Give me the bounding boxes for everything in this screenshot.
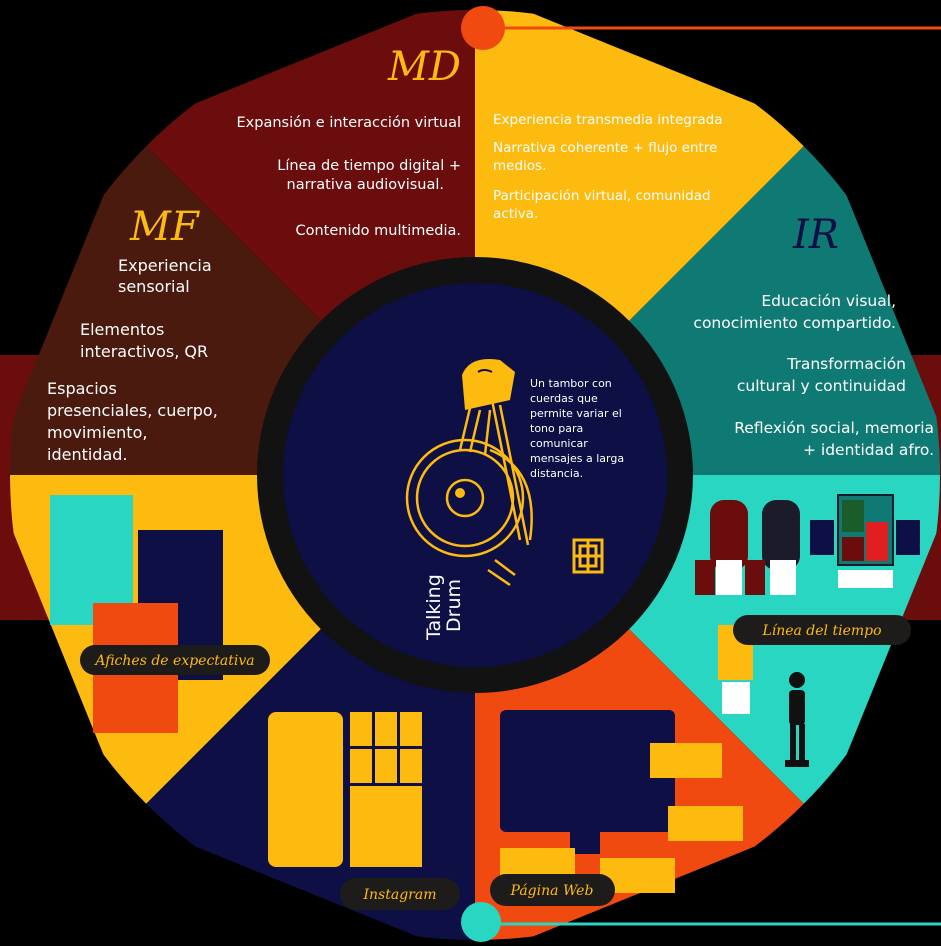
web-monitor-stand: [570, 832, 600, 854]
afiches-label-text: Afiches de expectativa: [93, 653, 254, 669]
center-description: Un tambor con cuerdas que permite variar…: [530, 377, 624, 480]
center-description-line-2: cuerdas que: [530, 392, 598, 405]
center-circle: [283, 283, 667, 667]
ir-item-3-line-2: + identidad afro.: [803, 441, 934, 459]
center-description-line-4: tono para: [530, 422, 583, 435]
instagram-label: Instagram: [340, 878, 460, 910]
afiches-label: Afiches de expectativa: [80, 645, 270, 675]
linea-tiempo-label-text: Línea del tiempo: [761, 623, 881, 639]
pagina-web-label-text: Página Web: [510, 883, 594, 899]
mf-item-3-line-3: movimiento,: [47, 423, 147, 442]
cdf-items: Experiencia transmedia integrada Narrati…: [493, 112, 722, 222]
mf-item-3-line-1: Espacios: [47, 379, 117, 398]
ir-item-1-line-1: Educación visual,: [761, 292, 896, 310]
mf-item-2-line-2: interactivos, QR: [80, 342, 208, 361]
mf-item-3-line-2: presenciales, cuerpo,: [47, 401, 218, 420]
center-description-line-1: Un tambor con: [530, 377, 612, 390]
ir-item-2-line-2: cultural y continuidad: [737, 377, 906, 395]
adinkra-symbol-icon: [572, 538, 604, 574]
md-item-2-line-2: narrativa audiovisual.: [287, 177, 444, 193]
md-item-1: Expansión e interacción virtual: [237, 115, 461, 131]
cdf-item-3-line-1: Participación virtual, comunidad: [493, 188, 711, 204]
mf-items: Experiencia sensorial Elementos interact…: [47, 256, 218, 464]
talking-drum-label: Talking Drum: [423, 574, 465, 641]
center-description-line-7: distancia.: [530, 467, 583, 480]
ir-item-1-line-2: conocimiento compartido.: [693, 314, 896, 332]
instagram-label-text: Instagram: [363, 887, 437, 903]
cdf-item-2-line-1: Narrativa coherente + flujo entre: [493, 140, 717, 156]
linea-tiempo-label: Línea del tiempo: [733, 615, 911, 645]
talking-drum-label-line-2: Drum: [443, 579, 465, 632]
md-item-2-line-1: Línea de tiempo digital +: [277, 158, 461, 174]
pagina-web-label: Página Web: [490, 874, 615, 906]
talking-drum-icon: [405, 359, 533, 587]
timeline-figures: [695, 494, 920, 714]
instagram-grid: [350, 712, 422, 867]
web-monitor: [500, 710, 675, 832]
cdf-item-3-line-2: activa.: [493, 206, 538, 222]
cdf-item-2-line-2: medios.: [493, 158, 546, 174]
instagram-phone: [268, 712, 343, 867]
center-description-line-6: mensajes a larga: [530, 452, 624, 465]
ir-item-3-line-1: Reflexión social, memoria: [734, 419, 934, 437]
cdf-item-1: Experiencia transmedia integrada: [493, 112, 722, 128]
center-description-line-3: permite variar el: [530, 407, 622, 420]
cdf-title: CDF: [490, 44, 582, 90]
bottom-accent-dot: [461, 902, 501, 942]
center-description-line-5: comunicar: [530, 437, 588, 450]
ir-title: IR: [792, 212, 839, 258]
mf-item-1-line-1: Experiencia: [118, 256, 212, 275]
ir-item-2-line-1: Transformación: [786, 355, 906, 373]
mf-item-2-line-1: Elementos: [80, 320, 164, 339]
statue-icon: [785, 672, 809, 767]
md-item-3: Contenido multimedia.: [295, 223, 461, 239]
web-blocks: [500, 743, 743, 893]
talking-drum-label-line-1: Talking: [423, 574, 445, 641]
top-accent-dot: [461, 6, 505, 50]
mf-title: MF: [129, 204, 200, 250]
ir-items: Educación visual, conocimiento compartid…: [693, 292, 934, 459]
mf-item-3-line-4: identidad.: [47, 445, 128, 464]
md-items: Expansión e interacción virtual Línea de…: [237, 115, 461, 239]
md-title: MD: [387, 44, 461, 90]
mf-item-1-line-2: sensorial: [118, 277, 190, 296]
